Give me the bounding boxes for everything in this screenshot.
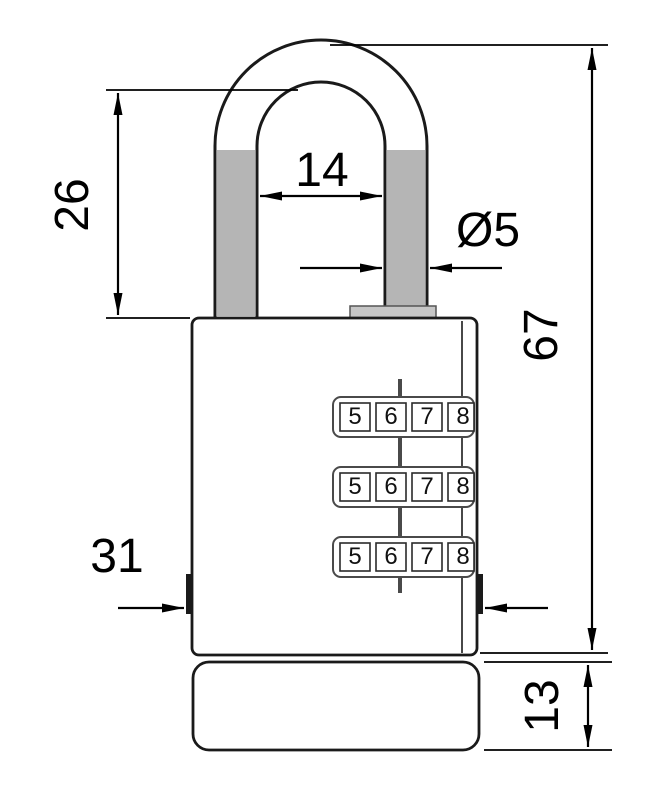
dial-digit-box[interactable] [447, 472, 475, 502]
shackle-right-leg-shade [387, 150, 425, 308]
dial-digit-box[interactable] [447, 402, 475, 432]
dial-digit: 6 [384, 403, 397, 430]
body-left-side-boss [186, 574, 193, 614]
dim-label-26: 26 [46, 178, 99, 231]
dial-row: 5 6 7 8 [332, 536, 475, 578]
dial-digit: 7 [420, 473, 433, 500]
dial-digit-box[interactable] [339, 542, 371, 572]
dial-digit-box[interactable] [411, 402, 443, 432]
dial-row: 5 6 7 8 [332, 396, 475, 438]
dial-digit-box[interactable] [375, 472, 407, 502]
dial-digit-box[interactable] [411, 542, 443, 572]
dial-digit-box[interactable] [339, 402, 371, 432]
dial-digit: 8 [456, 403, 469, 430]
dial-digit: 8 [456, 473, 469, 500]
dial-digit-box[interactable] [339, 472, 371, 502]
dim-label-31: 31 [90, 530, 143, 583]
dial-digit: 5 [348, 473, 361, 500]
base-cap [191, 660, 481, 752]
body-right-side-boss [476, 574, 483, 614]
shackle-left-leg-shade [217, 150, 255, 316]
dial-digit-box[interactable] [375, 542, 407, 572]
dim-label-67: 67 [515, 308, 568, 361]
dial-digit-box[interactable] [447, 542, 475, 572]
dim-label-dia5: Ø5 [456, 204, 520, 257]
shackle-outline [213, 38, 429, 318]
dial-digit: 5 [348, 403, 361, 430]
dial-digit-box[interactable] [411, 472, 443, 502]
dial-digit: 8 [456, 543, 469, 570]
dial-row: 5 6 7 8 [332, 466, 475, 508]
dial-digit-box[interactable] [375, 402, 407, 432]
dim-label-13: 13 [516, 679, 569, 732]
dial-digit: 5 [348, 543, 361, 570]
dial-digit: 6 [384, 473, 397, 500]
dim-label-14: 14 [295, 144, 348, 197]
dial-digit: 7 [420, 543, 433, 570]
dial-digit: 7 [420, 403, 433, 430]
dial-digit: 6 [384, 543, 397, 570]
